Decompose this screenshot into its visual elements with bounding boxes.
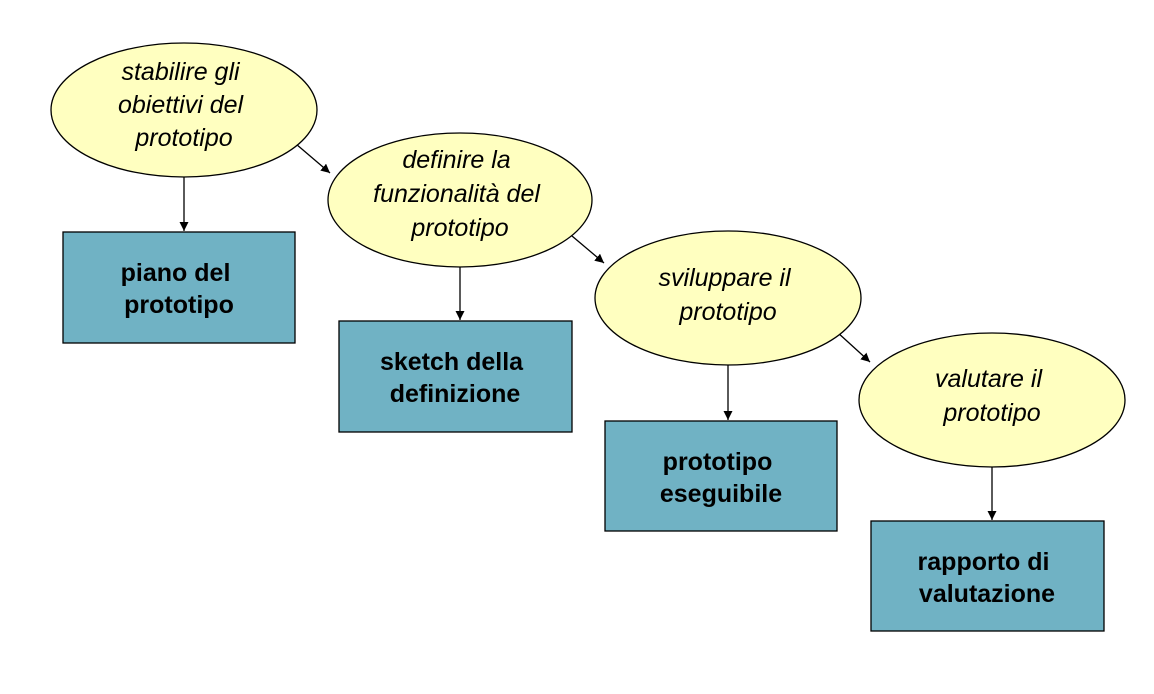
output-2-text: sketch della definizione (380, 348, 530, 408)
output-1-text: piano del prototipo (121, 259, 238, 319)
activity-ellipse-1: stabilire gli obiettivi del prototipo (50, 42, 318, 178)
activity-1-text: stabilire gli obiettivi del prototipo (118, 58, 250, 152)
arrow-activity-1-to-activity-2 (295, 143, 331, 174)
output-4-text: rapporto di valutazione (918, 548, 1057, 608)
output-box-3: prototipo eseguibile (604, 420, 838, 532)
activity-ellipse-4: valutare il prototipo (858, 332, 1126, 468)
activity-ellipse-2: definire la funzionalità del prototipo (327, 132, 593, 268)
arrow-activity-3-to-activity-4 (836, 331, 871, 363)
activity-2-text: definire la funzionalità del prototipo (373, 146, 547, 242)
activity-3-text: sviluppare il prototipo (659, 264, 798, 326)
arrow-activity-2-to-activity-3 (571, 235, 605, 264)
output-box-1: piano del prototipo (62, 231, 296, 344)
output-box-4: rapporto di valutazione (870, 520, 1105, 632)
output-box-2: sketch della definizione (338, 320, 573, 433)
activity-4-text: valutare il prototipo (935, 365, 1049, 427)
activity-ellipse-3: sviluppare il prototipo (594, 230, 862, 366)
output-3-text: prototipo eseguibile (660, 448, 782, 508)
